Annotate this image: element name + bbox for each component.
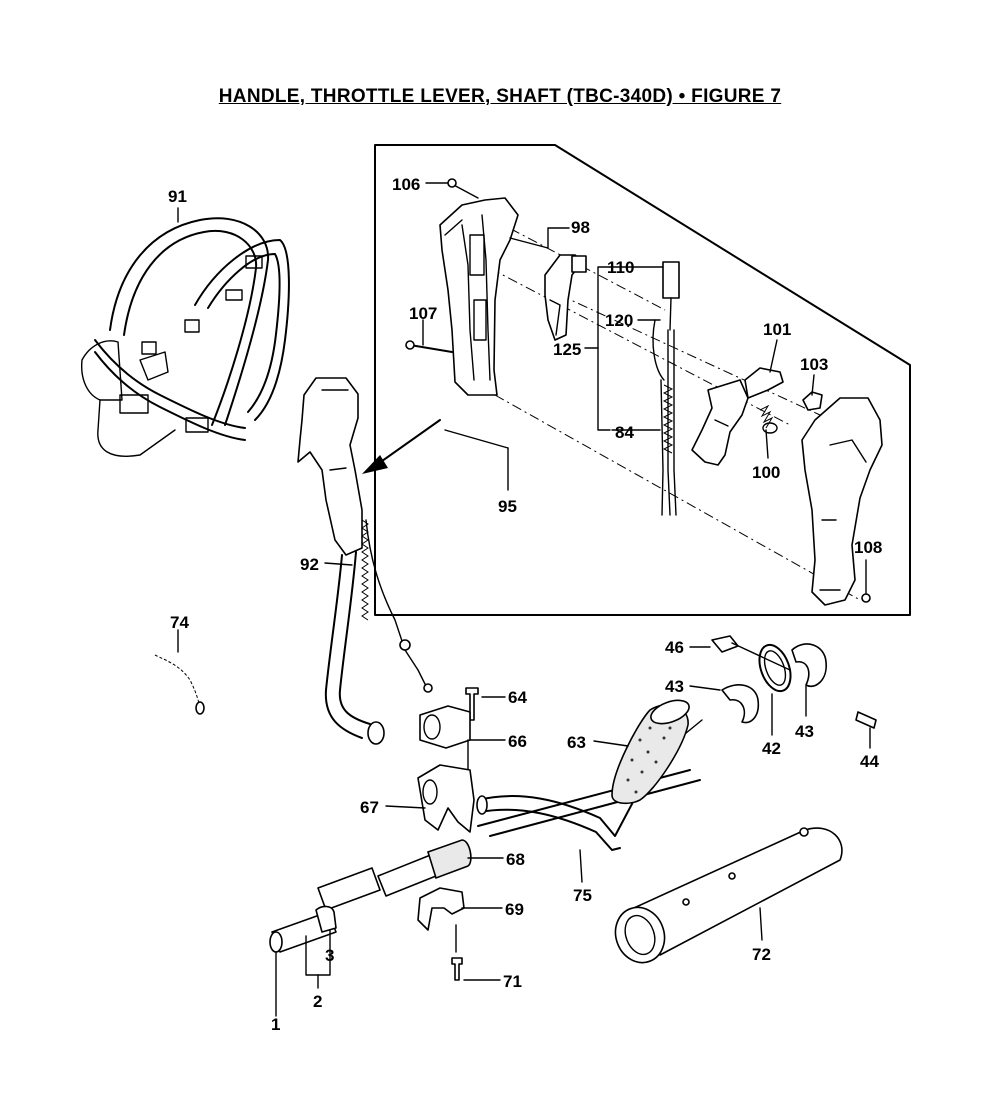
leader	[811, 374, 815, 396]
alignment-line	[494, 394, 861, 601]
callout-108: 108	[854, 538, 882, 557]
callout-63: 63	[567, 733, 586, 752]
callout-66: 66	[508, 732, 527, 751]
leader	[509, 227, 570, 249]
spring-100	[759, 404, 778, 434]
leader	[689, 685, 721, 691]
leader	[765, 429, 769, 459]
callout-74: 74	[170, 613, 189, 632]
callout-107: 107	[409, 304, 437, 323]
alignment-line	[559, 294, 821, 416]
leader	[579, 849, 583, 883]
callout-71: 71	[503, 972, 522, 991]
part-3	[315, 905, 337, 933]
stop-switch-wire	[652, 261, 680, 516]
callout-125: 125	[553, 340, 581, 359]
direction-arrow	[362, 419, 441, 474]
leader	[444, 429, 509, 449]
shoulder-harness-91	[81, 217, 290, 457]
chain-74	[154, 654, 205, 715]
lock-lever-98	[544, 254, 587, 341]
callout-64: 64	[508, 688, 527, 707]
leader	[769, 339, 778, 373]
callout-2: 2	[313, 992, 322, 1011]
callout-106: 106	[392, 175, 420, 194]
callout-44: 44	[860, 752, 879, 771]
screw-107	[405, 340, 453, 353]
callout-95: 95	[498, 497, 517, 516]
grip-63	[611, 699, 690, 805]
callout-43b: 43	[795, 722, 814, 741]
clamp-69	[417, 887, 465, 931]
callout-91: 91	[168, 187, 187, 206]
screw-106	[447, 178, 479, 199]
callout-3: 3	[325, 946, 334, 965]
callout-43a: 43	[665, 677, 684, 696]
lever-101	[744, 367, 784, 399]
screw-108	[861, 593, 871, 603]
cap-103	[802, 391, 823, 411]
clamp-set	[711, 635, 877, 729]
callout-69: 69	[505, 900, 524, 919]
callout-75: 75	[573, 886, 592, 905]
callout-42: 42	[762, 739, 781, 758]
callout-101: 101	[763, 320, 791, 339]
shaft-cover-72	[614, 827, 843, 964]
inset-frame	[374, 144, 911, 616]
callout-72: 72	[752, 945, 771, 964]
callout-67: 67	[360, 798, 379, 817]
bolt-44	[855, 711, 877, 729]
callout-46: 46	[665, 638, 684, 657]
clamp-top-66	[419, 705, 471, 749]
handle-assembly-92	[297, 377, 433, 745]
part-42	[758, 643, 792, 693]
handle-exploded-inset	[374, 144, 911, 616]
left-handle-half	[439, 197, 519, 396]
leader	[324, 562, 353, 566]
callout-84: 84	[615, 423, 634, 442]
clamp-base-67	[417, 764, 475, 833]
callout-110: 110	[607, 258, 634, 277]
leader	[759, 907, 763, 941]
callout-92: 92	[300, 555, 319, 574]
grip-68	[427, 839, 472, 880]
leader	[731, 642, 791, 671]
leader	[385, 805, 426, 809]
handle-bar-75	[476, 769, 701, 851]
group-bracket	[597, 266, 611, 431]
callout-68: 68	[506, 850, 525, 869]
callout-103: 103	[800, 355, 828, 374]
figure-title: HANDLE, THROTTLE LEVER, SHAFT (TBC-340D)…	[218, 86, 782, 107]
callout-1: 1	[271, 1015, 280, 1034]
right-handle-half	[801, 397, 883, 606]
bolt-64	[465, 687, 479, 721]
part-43b	[791, 643, 827, 687]
part-43a	[721, 684, 760, 724]
leader	[593, 740, 629, 747]
callout-98: 98	[571, 218, 590, 237]
bolt-71	[451, 957, 463, 981]
throttle-trigger	[691, 367, 784, 466]
callout-120: 120	[605, 311, 633, 330]
callout-100: 100	[752, 463, 780, 482]
main-shaft	[269, 839, 472, 953]
